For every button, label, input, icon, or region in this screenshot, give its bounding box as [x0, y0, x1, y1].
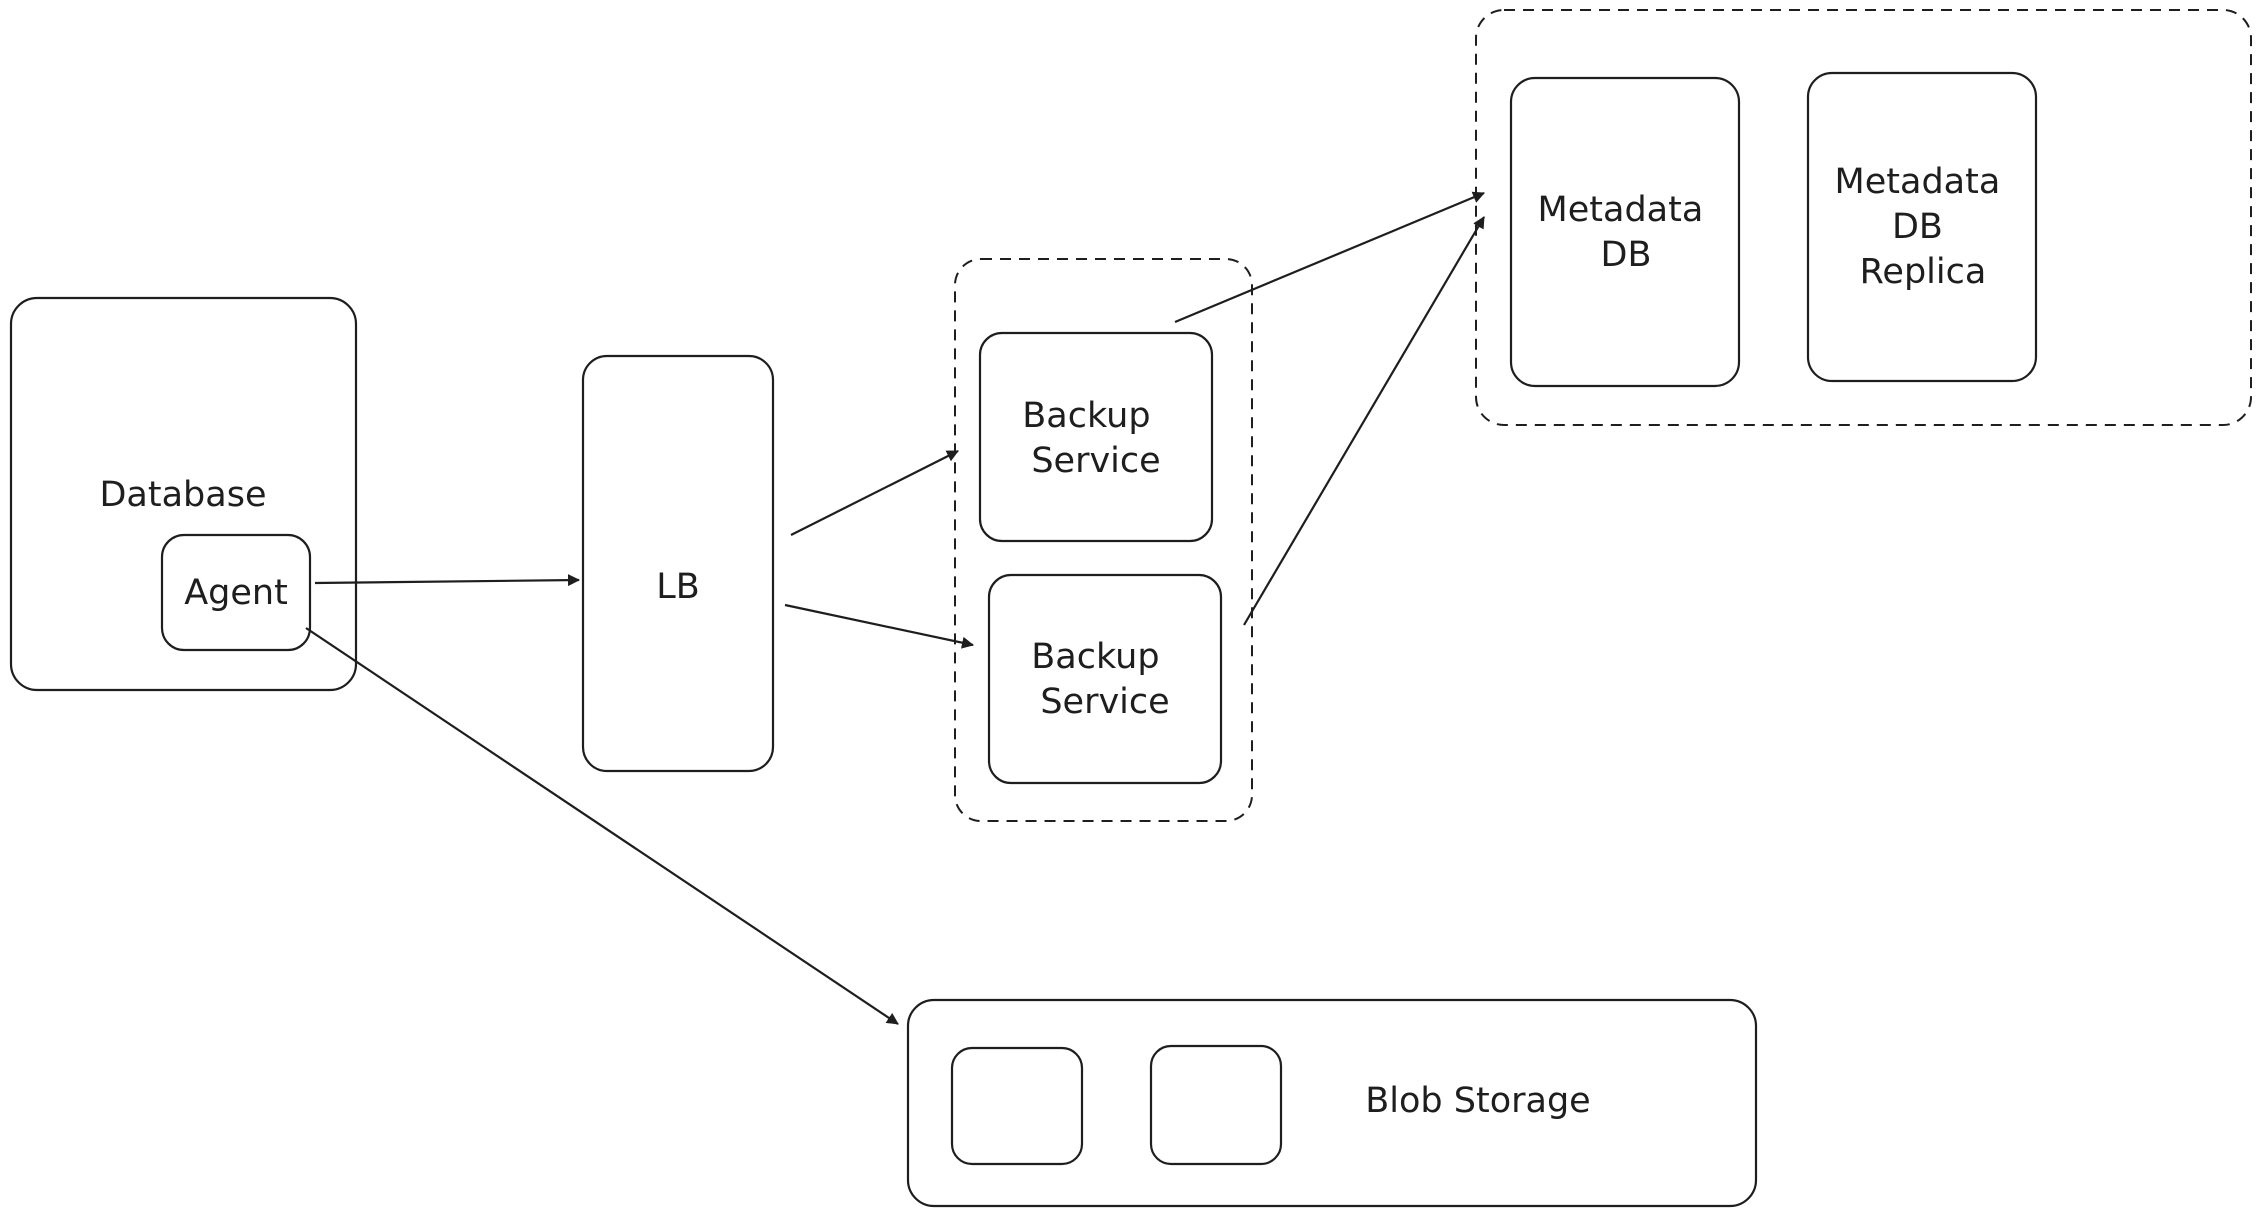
backup-service-1-label: Backup Service	[1022, 396, 1161, 481]
metadata-group	[1475, 9, 2252, 426]
edge-agent-to-blob-storage	[305, 627, 899, 1025]
blob-object-2	[1149, 1044, 1283, 1166]
edge-backup-service-1-to-metadata-db	[1174, 191, 1485, 324]
metadata-db-box[interactable]	[1509, 76, 1741, 388]
blob-object-1	[950, 1046, 1084, 1166]
agent-box[interactable]	[160, 533, 312, 652]
metadata-db-replica-box[interactable]	[1806, 71, 2038, 383]
database-label: Database	[99, 475, 266, 515]
lb-box[interactable]	[581, 354, 775, 773]
blob-storage-label: Blob Storage	[1365, 1081, 1590, 1121]
edge-lb-to-backup-service-1	[790, 450, 959, 536]
edge-agent-to-lb	[314, 574, 580, 587]
backup-service-2-box[interactable]	[987, 573, 1223, 785]
backup-service-2-label: Backup Service	[1031, 637, 1170, 722]
edge-backup-service-2-to-metadata-db	[1243, 216, 1485, 626]
edge-lb-to-backup-service-2	[784, 603, 974, 649]
lb-label: LB	[656, 567, 700, 607]
backup-service-group	[954, 258, 1253, 822]
agent-label: Agent	[184, 573, 288, 613]
backup-service-1-box[interactable]	[978, 331, 1214, 543]
blob-storage-box[interactable]	[906, 998, 1758, 1208]
metadata-db-label: Metadata DB	[1538, 190, 1715, 275]
metadata-db-replica-label: Metadata DB Replica	[1835, 162, 2012, 292]
